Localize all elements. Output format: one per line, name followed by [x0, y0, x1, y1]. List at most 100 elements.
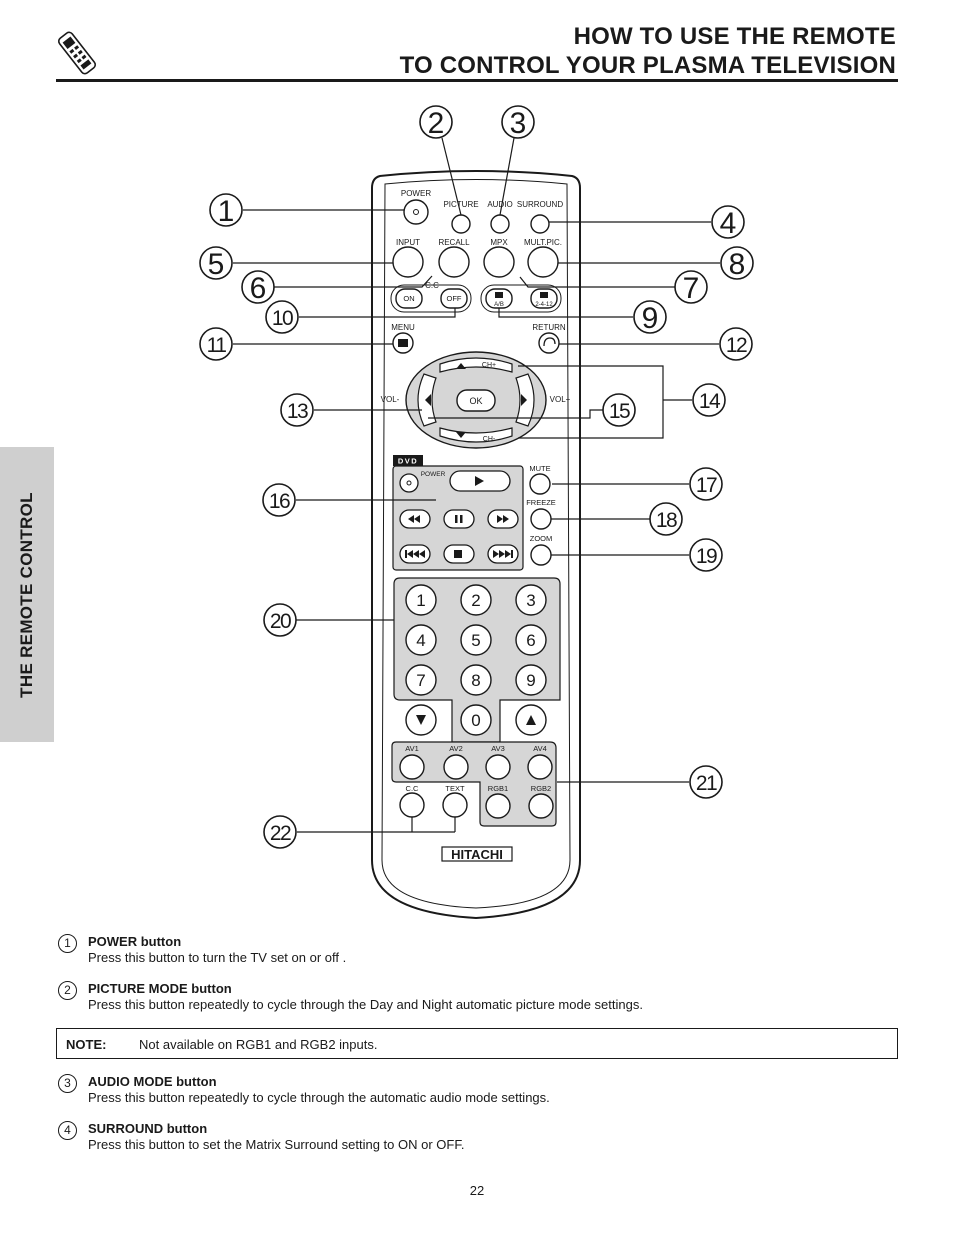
- callout-1-circle: [209, 193, 243, 227]
- mpx-button[interactable]: [483, 246, 515, 278]
- remote-body-outline: [371, 170, 581, 920]
- play-icon: [475, 476, 484, 486]
- callout-21: 21: [696, 772, 717, 795]
- digit-8-button[interactable]: [460, 664, 492, 696]
- arrow-up-icon: [456, 363, 466, 369]
- digit-9-button[interactable]: [515, 664, 547, 696]
- callout-7: 7: [683, 272, 700, 305]
- label-cc-off: OFF: [447, 294, 462, 303]
- cc-off-button[interactable]: [440, 288, 468, 309]
- label-surround: SURROUND: [517, 200, 563, 209]
- callout-9-circle: [633, 300, 667, 334]
- digit-6-button[interactable]: [515, 624, 547, 656]
- description-item: 3 AUDIO MODE button Press this button re…: [58, 1074, 858, 1106]
- callout-12-circle: [719, 327, 753, 361]
- digit-7-button[interactable]: [405, 664, 437, 696]
- callout-8-circle: [720, 246, 754, 280]
- label-power: POWER: [401, 189, 431, 198]
- callout-6: 6: [250, 272, 267, 305]
- description-title: PICTURE MODE button: [88, 981, 232, 996]
- input-button[interactable]: [392, 246, 424, 278]
- digit-3-button[interactable]: [515, 584, 547, 616]
- callout-22-circle: [263, 815, 297, 849]
- digit-1-button[interactable]: [405, 584, 437, 616]
- callout-11-circle: [199, 327, 233, 361]
- mute-button[interactable]: [529, 473, 551, 495]
- label-multpic: MULT.PIC.: [524, 238, 562, 247]
- callout-17-circle: [689, 467, 723, 501]
- channel-down-button[interactable]: [439, 427, 513, 443]
- av1-button[interactable]: [399, 754, 425, 780]
- next-icon: [493, 550, 513, 558]
- callout-13-circle: [280, 393, 314, 427]
- channel-up-button[interactable]: [439, 357, 513, 373]
- cc-on-button[interactable]: [395, 288, 423, 309]
- fast-forward-icon: [497, 515, 509, 523]
- label-audio: AUDIO: [487, 200, 512, 209]
- rgb2-button[interactable]: [528, 793, 554, 819]
- text-button[interactable]: [442, 792, 468, 818]
- power-symbol-icon: [413, 209, 419, 215]
- callout-7-circle: [674, 270, 708, 304]
- callout-9: 9: [642, 302, 659, 335]
- return-button[interactable]: [538, 332, 560, 354]
- menu-icon: [398, 339, 408, 347]
- description-text: Press this button repeatedly to cycle th…: [88, 997, 643, 1012]
- label-cc-on: ON: [403, 294, 414, 303]
- description-item: 4 SURROUND button Press this button to s…: [58, 1121, 858, 1153]
- label-split: 2-4-12: [535, 302, 553, 308]
- note-label: NOTE:: [66, 1037, 107, 1052]
- av4-button[interactable]: [527, 754, 553, 780]
- return-arrow-icon: [543, 337, 556, 347]
- split-button[interactable]: [530, 288, 558, 309]
- callout-3: 3: [510, 107, 527, 140]
- label-zoom: ZOOM: [530, 534, 553, 543]
- rewind-icon: [408, 515, 420, 523]
- av3-button[interactable]: [485, 754, 511, 780]
- freeze-button[interactable]: [530, 508, 552, 530]
- callout-19-circle: [689, 538, 723, 572]
- callout-16-circle: [262, 483, 296, 517]
- callout-12: 12: [726, 334, 747, 357]
- callout-6-circle: [241, 270, 275, 304]
- remote-body-inner-edge: [381, 179, 571, 909]
- callout-17: 17: [696, 474, 717, 497]
- cc-bottom-button[interactable]: [399, 792, 425, 818]
- ab-screen-icon: [495, 292, 503, 298]
- callout-11: 11: [207, 334, 227, 357]
- zoom-button[interactable]: [530, 544, 552, 566]
- label-mute: MUTE: [529, 464, 550, 473]
- label-return: RETURN: [532, 323, 566, 332]
- dvd-power-symbol-icon: [406, 480, 412, 486]
- audio-button[interactable]: [490, 214, 510, 234]
- label-picture: PICTURE: [443, 200, 478, 209]
- digit-2-button[interactable]: [460, 584, 492, 616]
- recall-button[interactable]: [438, 246, 470, 278]
- remote-control-figure: POWER PICTURE AUDIO SURROUND INPUT RECAL…: [199, 105, 754, 920]
- callout-5-circle: [199, 246, 233, 280]
- previous-icon: [405, 550, 425, 558]
- av2-button[interactable]: [443, 754, 469, 780]
- digit-5-button[interactable]: [460, 624, 492, 656]
- label-dvd-power: POWER: [421, 471, 446, 478]
- callout-20-circle: [263, 603, 297, 637]
- power-button[interactable]: [403, 199, 429, 225]
- description-number: 3: [58, 1074, 77, 1093]
- page-number: 22: [469, 1183, 485, 1198]
- picture-button[interactable]: [451, 214, 471, 234]
- rgb1-button[interactable]: [485, 793, 511, 819]
- stop-icon: [454, 550, 462, 558]
- dvd-power-button[interactable]: [399, 473, 419, 493]
- digit-4-button[interactable]: [405, 624, 437, 656]
- callout-14-circle: [692, 383, 726, 417]
- callout-15: 15: [609, 400, 630, 423]
- multpic-button[interactable]: [527, 246, 559, 278]
- description-title: AUDIO MODE button: [88, 1074, 217, 1089]
- digit-0-button[interactable]: [460, 704, 492, 736]
- ok-button[interactable]: [456, 389, 496, 412]
- split-screen-icon: [540, 292, 548, 298]
- triangle-up-icon: [526, 715, 536, 725]
- surround-button[interactable]: [530, 214, 550, 234]
- dvd-pause-button[interactable]: [443, 509, 475, 529]
- callout-1: 1: [218, 195, 235, 228]
